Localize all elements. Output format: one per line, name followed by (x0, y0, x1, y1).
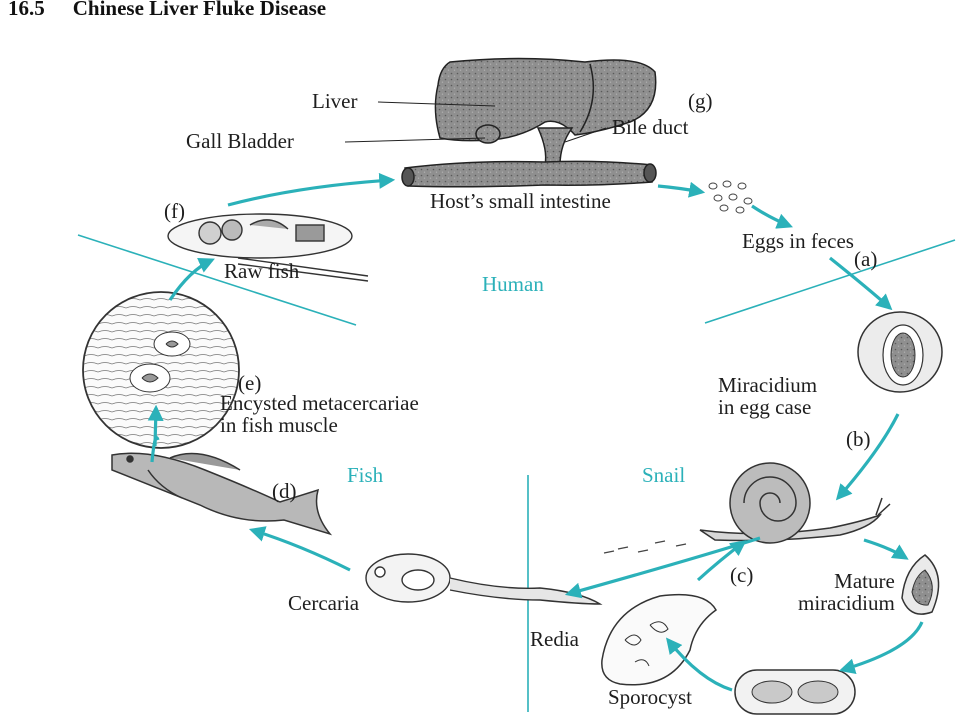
figure-number: 16.5 (8, 0, 45, 20)
divider-human-fish (77, 234, 357, 326)
snail-shell (729, 462, 811, 544)
label-host-intestine: Host’s small intestine (430, 189, 611, 213)
arrow-a (829, 256, 893, 311)
label-cercaria: Cercaria (288, 591, 360, 615)
arrow-b (835, 413, 900, 501)
mature-miracidium-illustration (901, 554, 940, 615)
arrow-intestine-to-eggs (657, 181, 706, 198)
zone-label-fish: Fish (347, 463, 384, 487)
divider-human-snail (704, 239, 956, 324)
eggs-illustration (708, 180, 753, 214)
arrow-cercaria-to-fish (248, 526, 351, 572)
label-redia: Redia (530, 627, 579, 651)
label-mature-miracidium: Mature miracidium (798, 569, 895, 615)
arrow-plate-to-intestine (227, 172, 396, 207)
intestine-shape (404, 160, 653, 188)
bile-duct-shape (536, 127, 574, 166)
liver-shape (434, 57, 657, 142)
label-f: (f) (164, 199, 185, 223)
label-eggs-in-feces: Eggs in feces (742, 229, 854, 253)
zone-label-snail: Snail (642, 463, 686, 487)
cercaria-illustration (365, 553, 603, 605)
redia-illustration (601, 593, 717, 686)
label-encysted-metacercariae: Encysted metacercariae in fish muscle (220, 391, 419, 437)
label-sporocyst: Sporocyst (608, 685, 692, 709)
raw-fish-plate-illustration (167, 213, 369, 282)
gall-bladder-shape (475, 124, 501, 144)
label-c: (c) (730, 563, 754, 587)
arrow-muscle-to-plate (168, 258, 215, 301)
label-b: (b) (846, 427, 871, 451)
arrow-sporocyst-to-redia (666, 637, 733, 692)
label-e: (e) (238, 371, 262, 395)
arrow-snail-to-cercaria (564, 536, 761, 599)
label-gall-bladder: Gall Bladder (186, 129, 294, 153)
figure-heading: 16.5 Chinese Liver Fluke Disease (8, 0, 326, 21)
label-miracidium-egg-case: Miracidium in egg case (718, 373, 818, 419)
label-raw-fish: Raw fish (224, 259, 300, 283)
swimming-miracidia (603, 540, 687, 554)
label-g: (g) (688, 89, 713, 113)
cycle-arrows (147, 172, 924, 692)
egg-case-illustration (857, 311, 943, 393)
label-liver: Liver (312, 89, 358, 113)
label-bile-duct: Bile duct (612, 115, 689, 139)
zone-label-human: Human (482, 272, 544, 296)
arrow-fish-up-to-muscle (147, 404, 164, 447)
fish-body (111, 452, 333, 536)
fish-illustration (111, 452, 333, 536)
arrow-snail-to-mature (863, 538, 909, 560)
sporocyst-illustration (734, 669, 856, 715)
label-d: (d) (272, 479, 297, 503)
fish-muscle-illustration (82, 291, 240, 449)
snail-illustration (699, 462, 891, 544)
label-a: (a) (854, 247, 878, 271)
figure-title: Chinese Liver Fluke Disease (72, 0, 327, 20)
arrow-eggs-to-feces (751, 204, 793, 229)
liver-lobe-line (579, 63, 595, 133)
liver-leader-lines (344, 101, 607, 143)
arrow-mature-to-sporocyst (838, 621, 924, 675)
